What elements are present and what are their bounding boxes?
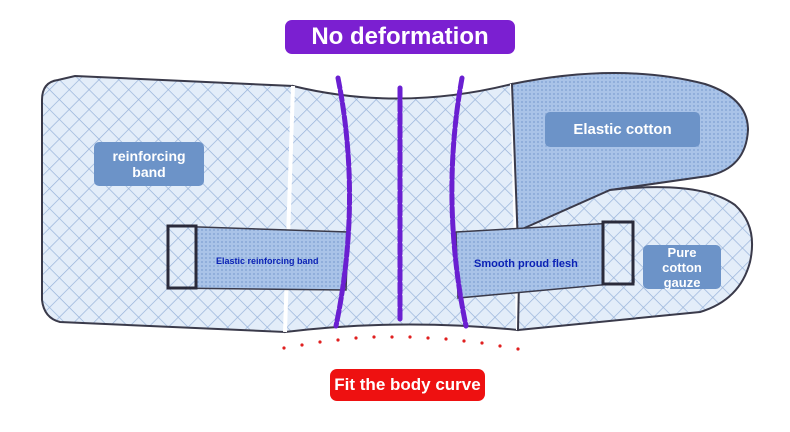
body-curve-dots — [282, 335, 520, 351]
footer-banner: Fit the body curve — [330, 369, 485, 401]
label-pure-cotton-gauze: Pure cotton gauze — [643, 245, 721, 290]
left-reinforcing-panel — [41, 74, 295, 334]
stay-1 — [333, 75, 352, 329]
label-reinforcing-band: reinforcing band — [94, 142, 204, 186]
title-banner: No deformation — [285, 20, 515, 54]
label-smooth-proud-flesh: Smooth proud flesh — [474, 258, 578, 270]
pure-cotton-panel — [516, 186, 754, 332]
stay-3 — [449, 75, 469, 329]
label-elastic-reinforcing-band: Elastic reinforcing band — [216, 256, 319, 266]
label-elastic-cotton: Elastic cotton — [545, 112, 700, 147]
right-strap-buckle — [601, 220, 635, 286]
left-strap-buckle — [166, 224, 198, 290]
